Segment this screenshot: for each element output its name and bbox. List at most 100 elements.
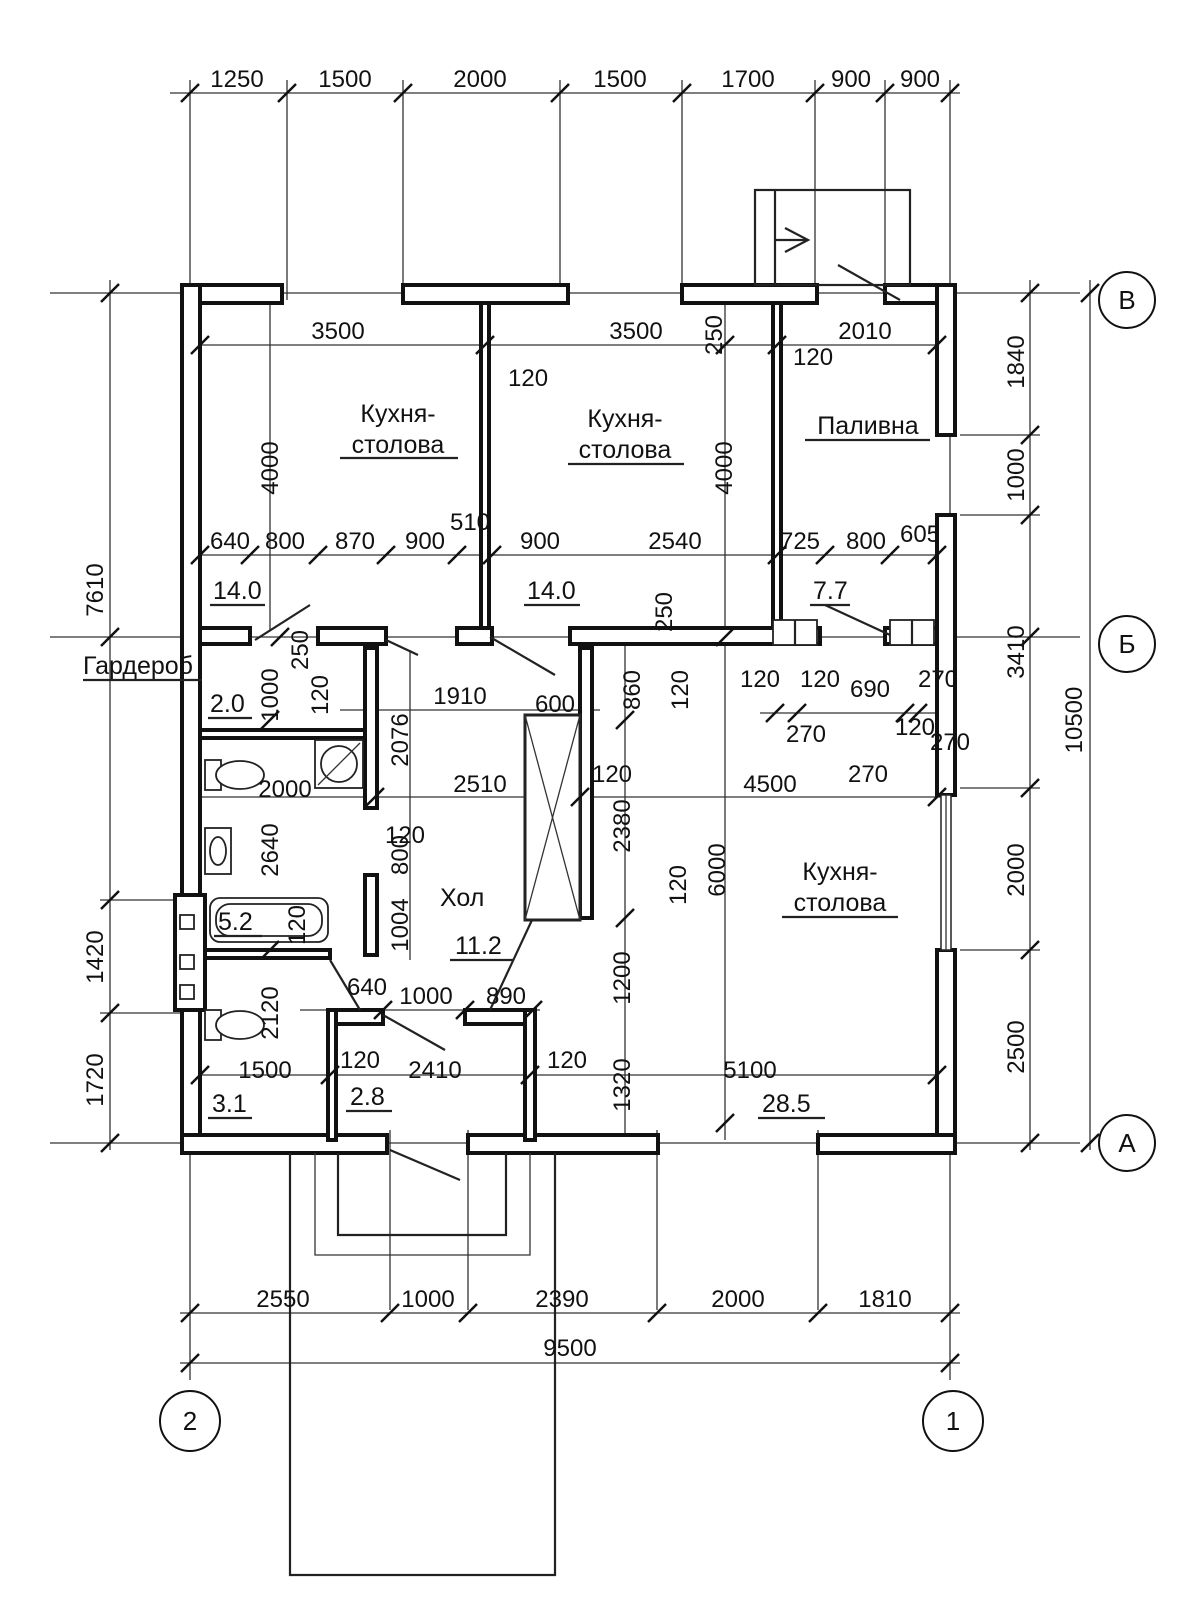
dimension-tick [875,83,895,103]
dimension-tick [100,627,120,647]
dim-inner: 5100 [723,1057,776,1084]
dim-inner: 270 [918,666,958,693]
dimension-tick [1080,1133,1100,1153]
dimensions-inner: 3500 3500 2010 250 120 120 4000 4000 100… [210,315,970,1112]
dim-inner: 120 [307,675,334,715]
dim-bottom-4: 2000 [711,1286,764,1313]
dimension-tick [647,1303,667,1323]
shower-icon [314,739,364,789]
dim-inner: 120 [284,905,311,945]
dim-inner: 120 [665,865,692,905]
dimension-tick [308,545,328,565]
dimension-tick [815,545,835,565]
dim-inner: 2510 [453,771,506,798]
area-kitchen3: 28.5 [762,1090,811,1118]
dim-top-3: 2000 [453,66,506,93]
porch [288,188,912,1577]
dim-bottom-total: 9500 [543,1335,596,1362]
dim-left-1: 7610 [82,563,109,616]
dim-bottom-2: 1000 [401,1286,454,1313]
axis-label-1: 1 [946,1406,960,1436]
dim-inner: 4000 [257,441,284,494]
dimension-tick [1020,505,1040,525]
dim-right-1: 1840 [1003,335,1030,388]
dimension-tick [520,1065,540,1085]
dimension-tick [927,335,947,355]
dimension-tick [475,335,495,355]
dim-inner: 3500 [311,318,364,345]
area-bath: 5.2 [218,908,253,936]
dimension-tick [615,710,635,730]
dimension-tick [190,1065,210,1085]
dimension-tick [376,545,396,565]
dim-inner: 1910 [433,683,486,710]
dim-inner: 120 [800,666,840,693]
dim-inner: 870 [335,528,375,555]
dim-bottom-5: 1810 [858,1286,911,1313]
dim-inner: 4500 [743,771,796,798]
dimension-tick [940,1303,960,1323]
dimension-tick [1020,627,1040,647]
dim-bottom-1: 2550 [256,1286,309,1313]
room-areas: 14.0 14.0 7.7 2.0 5.2 11.2 28.5 3.1 2.8 [208,577,850,1120]
dimension-tick [765,703,785,723]
dimension-tick [447,545,467,565]
dimension-tick [1020,1133,1040,1153]
dim-right-2: 1000 [1003,448,1030,501]
dim-right-4: 2000 [1003,843,1030,896]
axis-label-b: Б [1118,629,1135,659]
dimensions-bottom: 2550 1000 2390 2000 1810 9500 [256,1286,911,1362]
dim-inner: 800 [265,528,305,555]
dimension-tick [100,1133,120,1153]
dimensions-right: 1840 1000 3410 2000 2500 10500 [1003,335,1088,1073]
dim-top-6: 900 [831,66,871,93]
dimension-tick [190,335,210,355]
axis-marker-v: В [1098,271,1156,329]
dimension-tick [927,1065,947,1085]
dimension-tick [190,545,210,565]
axis-marker-b: Б [1098,615,1156,673]
dim-inner: 1320 [609,1058,636,1111]
room-name2-kitchen3: столова [794,889,887,917]
area-boiler: 7.7 [813,577,848,605]
room-name2-kitchen1: столова [352,431,445,459]
room-name-hall: Хол [440,884,484,912]
dim-right-total: 10500 [1061,687,1088,754]
axis-label-2: 2 [183,1406,197,1436]
dim-top-7: 900 [900,66,940,93]
dimension-tick [940,1353,960,1373]
dim-inner: 600 [535,691,575,718]
dimension-tick [240,545,260,565]
dim-inner: 725 [780,528,820,555]
toilet-icon [204,759,265,791]
area-kitchen2: 14.0 [527,577,576,605]
dim-inner: 605 [900,521,940,548]
dimensions-left: 7610 1420 1720 [82,563,109,1106]
area-wardrobe: 2.0 [210,690,245,718]
dimension-tick [570,787,590,807]
dimension-tick [715,1113,735,1133]
dimension-tick [550,83,570,103]
area-hall: 11.2 [455,932,502,960]
dimension-tick [805,83,825,103]
dim-inner: 120 [895,714,935,741]
dim-inner: 2010 [838,318,891,345]
dim-inner: 2000 [258,776,311,803]
dim-inner: 4000 [711,441,738,494]
dimension-tick [100,283,120,303]
dim-right-5: 2500 [1003,1020,1030,1073]
dim-inner: 510 [450,509,490,536]
dimension-tick [787,703,807,723]
dimension-tick [180,1353,200,1373]
room-name-kitchen3: Кухня- [802,858,877,886]
dimension-tick [320,1065,340,1085]
dim-inner: 270 [930,729,970,756]
dimension-tick [455,1000,475,1020]
dim-top-2: 1500 [318,66,371,93]
dim-inner: 2380 [609,799,636,852]
dimension-tick [365,787,385,807]
axis-marker-2: 2 [159,1390,221,1452]
dimension-tick [260,710,280,730]
axis-label-v: В [1118,285,1135,315]
dim-inner: 270 [786,721,826,748]
